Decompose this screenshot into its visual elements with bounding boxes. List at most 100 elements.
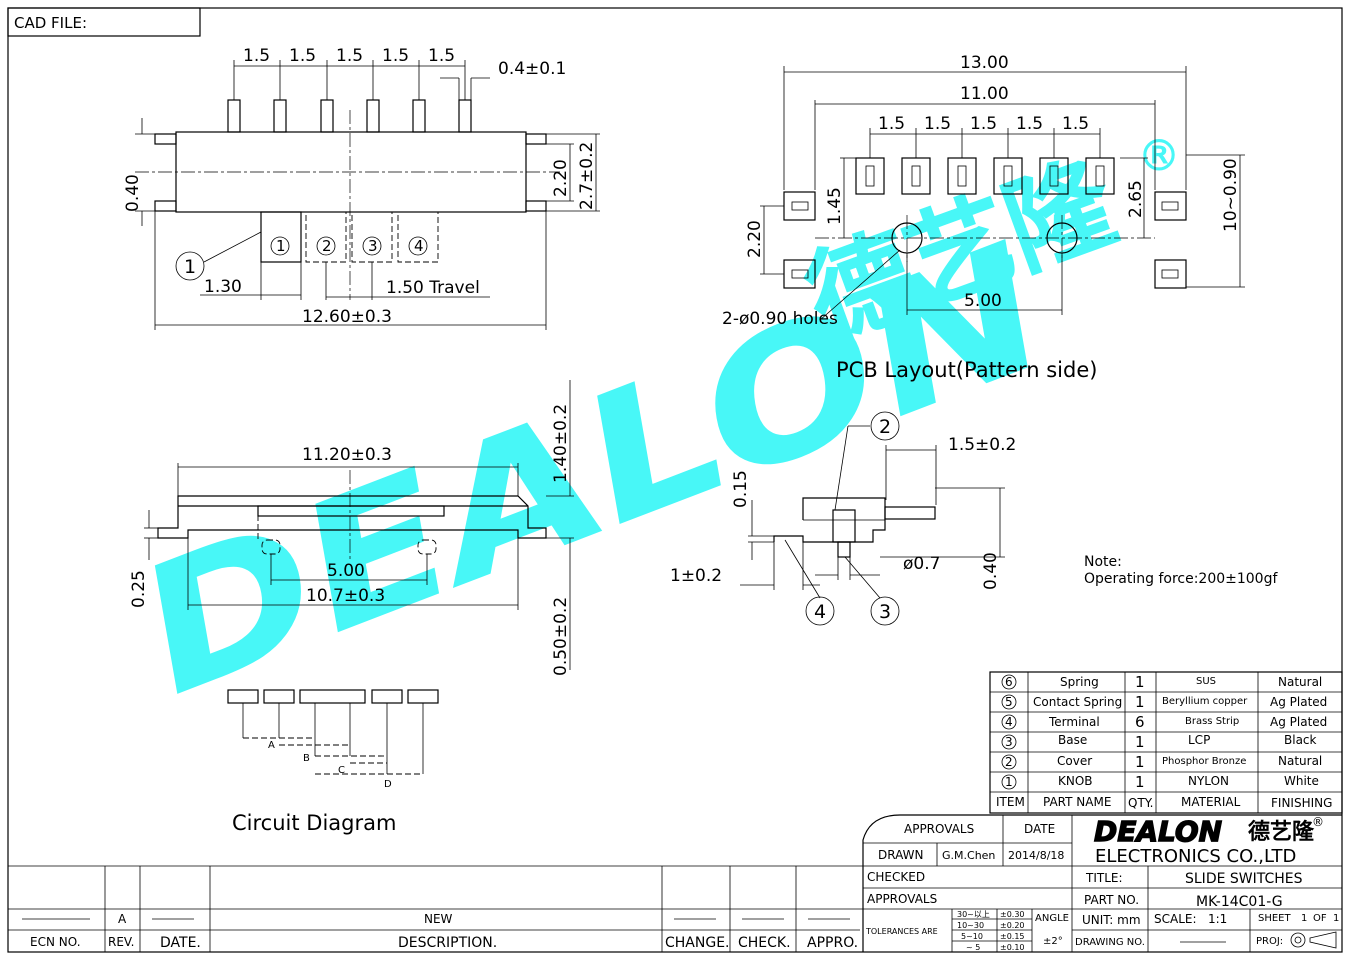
bom-item-4: 4: [1005, 715, 1013, 729]
bom-finish-1: White: [1284, 774, 1319, 788]
side-height: 1.40±0.2: [551, 404, 571, 483]
top-pitch-4: 1.5: [382, 46, 409, 66]
bom-item-5: 5: [1005, 695, 1013, 709]
tb-drawn: DRAWN: [878, 848, 924, 862]
tb-tol-range-4: ~ 5: [966, 943, 980, 952]
tb-tol-value-2: ±0.20: [1000, 921, 1025, 930]
rev-appro-label: APPRO.: [807, 935, 858, 951]
company-logo: DEALON 德艺隆 ®: [1093, 814, 1324, 848]
logo-text: DEALON: [1094, 815, 1222, 848]
tb-tolerances: TOLERANCES ARE: [865, 927, 938, 936]
rev-value: A: [118, 912, 127, 926]
tb-tol-range-3: 5~10: [961, 932, 983, 941]
tb-of-label: OF: [1313, 913, 1327, 924]
pcb-right-span: 10~0.90: [1221, 158, 1241, 232]
circuit-label-d: D: [384, 779, 392, 790]
bom-item-1: 1: [1005, 775, 1013, 789]
rev-description-label: DESCRIPTION.: [398, 935, 497, 951]
pcb-pitch-5: 1.5: [1062, 114, 1089, 134]
title-block: APPROVALS DATE DRAWN G.M.Chen 2014/8/18 …: [8, 814, 1342, 952]
logo-reg: ®: [1312, 815, 1324, 829]
tb-approvals: APPROVALS: [904, 822, 974, 836]
revision-block: A NEW ECN NO. REV. DATE. DESCRIPTION. CH…: [22, 912, 858, 951]
tb-angle-value: ±2°: [1043, 936, 1063, 947]
bom-header-finish: FINISHING: [1271, 796, 1332, 810]
pcb-overall-width: 13.00: [960, 53, 1009, 73]
bom-material-2: Phosphor Bronze: [1162, 756, 1246, 767]
tb-part-no-label: PART NO.: [1084, 893, 1139, 907]
pcb-holes-label: 2-ø0.90 holes: [722, 309, 838, 329]
tb-title-label: TITLE:: [1085, 871, 1123, 885]
circuit-label-b: B: [303, 753, 310, 764]
pcb-pad-height: 2.65: [1126, 180, 1146, 218]
tb-date: DATE: [1024, 822, 1055, 836]
bom-qty-4: 6: [1135, 713, 1145, 731]
top-pin-width: 0.4±0.1: [498, 59, 566, 79]
bom-header-item: ITEM: [996, 795, 1025, 809]
end-left-offset: 1±0.2: [670, 566, 722, 586]
pcb-layout: 13.00 11.00 1.5 1.5 1.5 1.5 1.5: [722, 53, 1245, 382]
end-height: 0.40: [981, 552, 1001, 590]
pcb-hole-spacing: 5.00: [964, 291, 1002, 311]
top-pos-4: 4: [414, 237, 424, 255]
side-peg-spacing: 5.00: [327, 561, 365, 581]
top-pitch-3: 1.5: [336, 46, 363, 66]
top-pos-2: 2: [322, 237, 332, 255]
cad-file-box: [7, 7, 201, 37]
bom-material-5: Beryllium copper: [1162, 696, 1248, 707]
tb-title-value: SLIDE SWITCHES: [1185, 871, 1303, 887]
side-length-top: 11.20±0.3: [302, 445, 392, 465]
pcb-pitch-1: 1.5: [878, 114, 905, 134]
rev-date-label: DATE.: [160, 935, 201, 951]
bom-finish-5: Ag Plated: [1270, 695, 1327, 709]
top-right-outer: 2.7±0.2: [577, 142, 597, 210]
tb-of-value: 1: [1333, 913, 1339, 924]
tb-sheet-value: 1: [1301, 913, 1307, 924]
bom-qty-3: 1: [1135, 733, 1145, 751]
bom-material-1: NYLON: [1188, 774, 1229, 788]
tb-approvals2: APPROVALS: [867, 892, 937, 906]
tb-unit: UNIT: mm: [1082, 913, 1141, 927]
top-knob-offset: 1.30: [204, 277, 242, 297]
bom-item-3: 3: [1005, 735, 1013, 749]
drawing-frame: [7, 7, 1343, 953]
bom-item-2: 2: [1005, 755, 1013, 769]
tb-drawing-no-label: DRAWING NO.: [1075, 937, 1145, 948]
top-pitch-1: 1.5: [243, 46, 270, 66]
bom-qty-5: 1: [1135, 693, 1145, 711]
tb-tol-range-2: 10~30: [957, 921, 984, 930]
pcb-pitch-3: 1.5: [970, 114, 997, 134]
bom-material-3: LCP: [1188, 733, 1210, 747]
bom-name-2: Cover: [1057, 754, 1092, 768]
top-left-height: 0.40: [123, 174, 143, 212]
note-title: Note:: [1084, 554, 1122, 570]
rev-check-label: CHECK.: [738, 935, 791, 951]
pcb-row-spacing: 1.45: [825, 187, 845, 225]
cad-file-label: CAD FILE:: [14, 14, 87, 32]
top-travel: 1.50 Travel: [386, 278, 480, 298]
circuit-label-c: C: [338, 765, 345, 776]
circuit-title: Circuit Diagram: [232, 811, 396, 835]
rev-change-label: CHANGE.: [665, 935, 730, 951]
pcb-title: PCB Layout(Pattern side): [836, 358, 1097, 382]
bom-material-4: Brass Strip: [1185, 716, 1239, 727]
tb-tol-value-3: ±0.15: [1000, 932, 1025, 941]
watermark-registered: ®: [1138, 131, 1180, 180]
end-thickness: 0.15: [731, 470, 751, 508]
bom-name-1: KNOB: [1058, 774, 1093, 788]
side-bottom-length: 10.7±0.3: [306, 586, 385, 606]
top-overall-length: 12.60±0.3: [302, 307, 392, 327]
end-callout-3: 3: [879, 601, 891, 623]
tb-angle-label: ANGLE: [1035, 913, 1069, 924]
bom-name-4: Terminal: [1048, 715, 1100, 729]
pcb-top-pads: [855, 157, 1115, 195]
bom-name-3: Base: [1058, 733, 1087, 747]
end-callout-4: 4: [814, 601, 826, 623]
bom-finish-2: Natural: [1278, 754, 1322, 768]
top-pitch-5: 1.5: [428, 46, 455, 66]
tb-company: ELECTRONICS CO.,LTD: [1095, 846, 1296, 867]
tb-tol-value-4: ±0.10: [1000, 943, 1025, 952]
end-pin-len: 1.5±0.2: [948, 435, 1016, 455]
bom-table: 6 Spring 1 SUS Natural 5 Contact Spring …: [989, 671, 1343, 814]
